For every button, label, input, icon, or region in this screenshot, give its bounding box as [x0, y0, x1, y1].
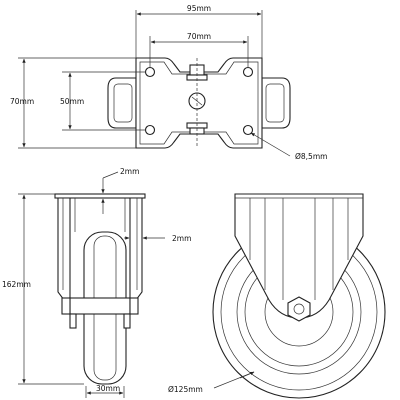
front-view: Ø125mm — [168, 193, 386, 399]
dim-overall-height-side: 162mm — [2, 280, 31, 289]
left-housing-inner — [113, 83, 133, 123]
side-view: 2mm 2mm 162mm 30mm — [2, 167, 191, 398]
axle-bolt-right — [123, 313, 131, 329]
axle-hole — [293, 303, 305, 315]
diameter-arrow — [239, 371, 255, 379]
side-hub — [69, 297, 131, 315]
dim-hole-spacing-width: 70mm — [187, 32, 211, 41]
mounting-hole-top-right — [242, 66, 254, 78]
right-fork-leg — [129, 197, 143, 301]
mounting-hole-bottom-right — [242, 124, 254, 136]
top-view: 95mm 70mm 70mm 50mm Ø8,5mm — [10, 4, 327, 161]
right-wheel-housing — [261, 77, 291, 129]
right-housing-inner — [265, 83, 285, 123]
mounting-hole-top-left — [144, 66, 156, 78]
dim-wheel-diameter: Ø125mm — [168, 385, 203, 394]
dim-overall-width: 95mm — [187, 4, 211, 13]
dim-plate-thickness: 2mm — [120, 167, 139, 176]
dim-hole-spacing-height: 50mm — [60, 97, 84, 106]
dim-hole-diameter: Ø8,5mm — [295, 152, 327, 161]
dim-wheel-width: 30mm — [96, 384, 120, 393]
mounting-hole-bottom-left — [144, 124, 156, 136]
axle-nut-left — [61, 297, 71, 315]
dim-bracket-thickness: 2mm — [172, 234, 191, 243]
axle-hex-nut — [287, 296, 311, 322]
side-top-plate — [54, 193, 146, 199]
plate-inner-outline — [139, 61, 259, 145]
left-fork-leg — [57, 197, 71, 301]
axle-bolt-left — [69, 313, 77, 329]
hole-leader — [250, 132, 291, 157]
dim-overall-height: 70mm — [10, 97, 34, 106]
leader — [102, 171, 119, 179]
axle-nut-right — [129, 297, 139, 315]
left-wheel-housing — [107, 77, 137, 129]
